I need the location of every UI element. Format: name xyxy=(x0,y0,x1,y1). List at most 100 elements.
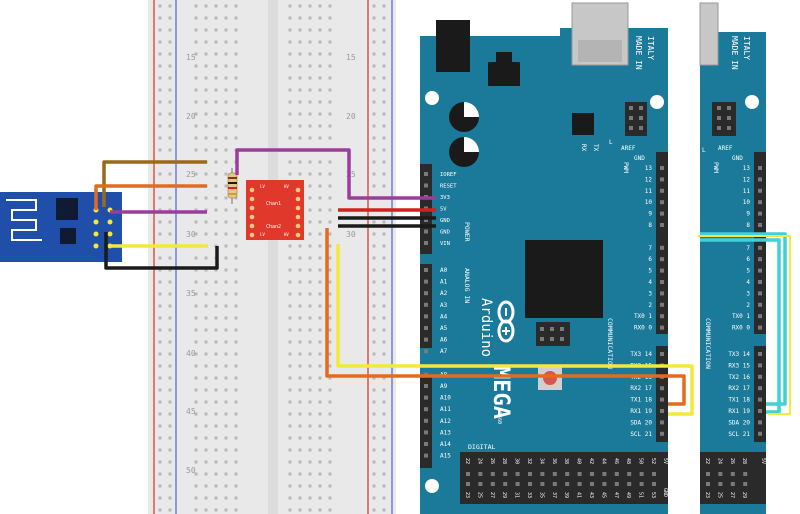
breadboard-hole xyxy=(318,316,322,320)
breadboard-hole xyxy=(328,112,332,116)
header-pin xyxy=(478,472,483,476)
header-pin xyxy=(758,431,762,436)
analog-pin-label: A12 xyxy=(440,418,451,425)
breadboard-hole xyxy=(372,412,376,416)
usb-port-2 xyxy=(699,2,719,66)
breadboard-hole xyxy=(318,340,322,344)
gnd-top-label-2: GND xyxy=(732,155,743,162)
breadboard-hole xyxy=(318,256,322,260)
breadboard-hole xyxy=(318,124,322,128)
breadboard-hole xyxy=(224,40,228,44)
digital-pin-label: 25 xyxy=(476,492,482,498)
analog-pin-label: A4 xyxy=(440,313,448,320)
breadboard-hole xyxy=(372,340,376,344)
breadboard-hole xyxy=(204,280,208,284)
breadboard-hole xyxy=(288,52,292,56)
breadboard-hole xyxy=(224,484,228,488)
breadboard-hole xyxy=(382,160,386,164)
breadboard-hole xyxy=(308,172,312,176)
breadboard-hole xyxy=(298,364,302,368)
breadboard-hole xyxy=(308,4,312,8)
header-pin xyxy=(577,472,582,476)
pwm-pin-label: 6 xyxy=(648,256,652,263)
gnd-top-label: GND xyxy=(634,155,645,162)
breadboard-hole xyxy=(204,376,208,380)
row-number: 15 xyxy=(186,53,196,62)
breadboard-hole xyxy=(168,124,172,128)
breadboard-hole xyxy=(328,136,332,140)
breadboard-hole xyxy=(308,304,312,308)
breadboard-hole xyxy=(382,508,386,512)
breadboard-hole xyxy=(328,388,332,392)
header-pin xyxy=(540,472,545,476)
pwm-label-2: PWM xyxy=(712,162,719,173)
header-pin xyxy=(758,397,762,402)
breadboard-hole xyxy=(204,76,208,80)
breadboard-hole xyxy=(224,208,228,212)
breadboard-hole xyxy=(298,424,302,428)
analog-pin-label: A5 xyxy=(440,325,448,332)
digital-pin-label: 36 xyxy=(551,458,557,464)
breadboard-hole xyxy=(204,448,208,452)
breadboard-hole xyxy=(318,484,322,488)
analog-pin-label: A14 xyxy=(440,441,451,448)
digital-pin-label: 53 xyxy=(650,492,656,498)
breadboard-hole xyxy=(372,16,376,20)
esp-chip-small xyxy=(60,228,76,244)
row-number: 30 xyxy=(186,230,196,239)
pwm-pin-label: 9 xyxy=(648,211,652,218)
digital-pin-label: 46 xyxy=(613,458,619,464)
wires xyxy=(94,148,791,416)
breadboard-hole xyxy=(214,136,218,140)
breadboard-hole xyxy=(234,196,238,200)
breadboard-hole xyxy=(328,28,332,32)
breadboard-hole xyxy=(234,40,238,44)
icsp-header-b xyxy=(712,102,736,136)
breadboard-hole xyxy=(158,484,162,488)
breadboard-hole xyxy=(194,424,198,428)
digital-pin-label: 29 xyxy=(741,492,747,498)
header-pin xyxy=(758,352,762,356)
breadboard-hole xyxy=(382,16,386,20)
breadboard-hole xyxy=(308,292,312,296)
breadboard-hole xyxy=(288,376,292,380)
breadboard-hole xyxy=(194,352,198,356)
breadboard-hole xyxy=(308,460,312,464)
breadboard-hole xyxy=(168,4,172,8)
header-pin xyxy=(478,482,483,486)
breadboard-hole xyxy=(298,16,302,20)
header-pin xyxy=(743,482,748,486)
breadboard-hole xyxy=(204,220,208,224)
breadboard-hole xyxy=(382,256,386,260)
breadboard-hole xyxy=(308,268,312,272)
pwm-pin-label: RX0 0 xyxy=(634,325,652,332)
header-pin xyxy=(730,472,735,476)
breadboard-hole xyxy=(224,148,228,152)
icsp-header-2 xyxy=(536,322,570,346)
breadboard-hole xyxy=(328,220,332,224)
breadboard-hole xyxy=(214,232,218,236)
breadboard-hole xyxy=(224,364,228,368)
pwm-pin-label: 6 xyxy=(746,256,750,263)
breadboard-hole xyxy=(372,100,376,104)
digital-pin-label: 34 xyxy=(538,458,544,464)
wire-black-esp xyxy=(104,232,219,270)
mounting-hole xyxy=(425,91,439,105)
breadboard-hole xyxy=(158,424,162,428)
breadboard-hole xyxy=(298,256,302,260)
digital-pin-label: 26 xyxy=(729,458,735,464)
esp-chip xyxy=(56,198,78,220)
breadboard-hole xyxy=(298,4,302,8)
breadboard-hole xyxy=(298,268,302,272)
header-pin xyxy=(424,183,428,188)
breadboard-hole xyxy=(298,340,302,344)
header-pin xyxy=(660,166,664,170)
breadboard-hole xyxy=(204,52,208,56)
breadboard-hole xyxy=(288,244,292,248)
breadboard-hole xyxy=(214,88,218,92)
breadboard-hole xyxy=(168,232,172,236)
breadboard-hole xyxy=(328,244,332,248)
breadboard-hole xyxy=(224,400,228,404)
mounting-hole xyxy=(650,95,664,109)
communication-pin-label: RX2 17 xyxy=(630,385,652,392)
